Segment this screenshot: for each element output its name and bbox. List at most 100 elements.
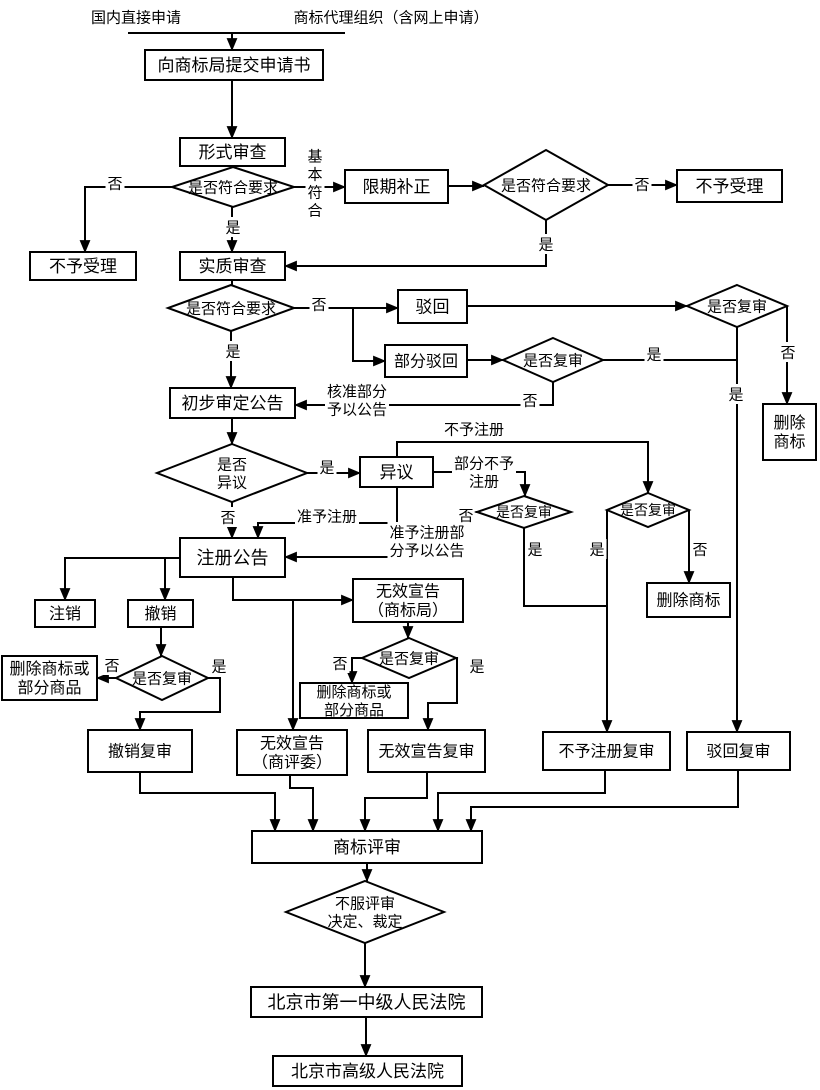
decision-shape-d8-review-not-register <box>604 491 692 529</box>
decision-shape-d11-disagree-decision <box>283 879 447 945</box>
label-yes-d1: 是 <box>223 217 243 237</box>
label-no-d10: 否 <box>330 653 350 673</box>
decision-d9-review-revocation: 是否复审 <box>113 654 211 702</box>
label-bg <box>295 506 359 526</box>
label-yes-d4: 是 <box>726 384 746 404</box>
decision-d5-review-after-partial-rejection: 是否复审 <box>500 336 606 384</box>
label-text-yes-d6: 是 <box>319 460 334 476</box>
label-bg <box>105 173 125 193</box>
label-bg <box>305 146 325 220</box>
label-yes-d7: 是 <box>525 539 545 559</box>
node-delete-trademark-top-right: 删除商标 <box>762 403 817 461</box>
label-bg <box>726 384 746 404</box>
label-text-no-d5: 否 <box>522 393 537 409</box>
decision-d1-meets-requirements: 是否符合要求 <box>168 165 298 209</box>
label-bg <box>325 381 389 419</box>
label-text-yes-d8: 是 <box>589 542 604 558</box>
node-deadline-correction: 限期补正 <box>344 169 449 204</box>
label-yes-d8: 是 <box>587 539 607 559</box>
label-bg <box>209 656 229 676</box>
node-delete-trademark-right: 删除商标 <box>646 582 731 618</box>
label-text-yes-d5: 是 <box>646 347 661 363</box>
node-box-delete-trademark-right <box>646 582 731 618</box>
node-box-formal-examination <box>179 137 286 167</box>
edge-d9-yes-path <box>134 677 221 732</box>
node-box-rejection-review <box>686 731 791 771</box>
decision-d4-review-after-rejection: 是否复审 <box>684 283 790 329</box>
edge-not-register-review-to-tr <box>432 770 606 833</box>
decision-label-d6-opposition: 是否异议 <box>217 457 247 491</box>
node-label-deadline-correction: 限期补正 <box>363 177 431 196</box>
node-revocation-review: 撤销复审 <box>87 729 193 773</box>
node-box-deadline-correction <box>344 169 449 204</box>
label-yes-d10: 是 <box>467 656 487 676</box>
node-delete-tm-or-goods-left: 删除商标或部分商品 <box>1 655 98 701</box>
decision-d11-disagree-decision: 不服评审决定、裁定 <box>283 879 447 945</box>
node-label-registration-publication: 注册公告 <box>197 548 269 568</box>
label-bg <box>442 419 506 439</box>
node-invalidation-tmo: 无效宣告（商标局） <box>352 578 464 623</box>
decision-shape-d10-review-invalidation <box>359 636 459 680</box>
label-approve-register: 准予注册 <box>295 506 359 526</box>
label-agent-organization: 商标代理组织（含网上申请） <box>293 9 488 26</box>
label-approve-part-publish: 核准部分予以公告 <box>325 381 389 419</box>
node-box-write-off <box>34 599 96 628</box>
node-box-partial-rejection <box>384 344 468 378</box>
decision-label-d11-disagree-decision: 不服评审决定、裁定 <box>327 895 402 930</box>
label-text-approve-register: 准予注册 <box>297 508 357 525</box>
label-yes-d2: 是 <box>536 234 556 254</box>
label-domestic-direct-application: 国内直接申请 <box>91 9 181 26</box>
label-bg <box>317 457 337 477</box>
node-box-substantive-examination <box>179 251 286 281</box>
decision-label-d4-review-after-rejection: 是否复审 <box>707 297 767 315</box>
node-label-write-off: 注销 <box>49 605 81 623</box>
node-not-register-review: 不予注册复审 <box>542 731 671 771</box>
node-label-invalidation-trab: 无效宣告（商评委） <box>252 735 332 772</box>
label-no-d1: 否 <box>105 173 125 193</box>
node-label-not-register-review: 不予注册复审 <box>558 743 654 761</box>
label-no-d5: 否 <box>520 390 540 410</box>
decision-shape-d4-review-after-rejection <box>684 283 790 329</box>
decision-d2-meets-requirements: 是否符合要求 <box>481 148 611 222</box>
label-bg <box>102 655 122 675</box>
edge-d2-yes-path <box>283 220 547 272</box>
node-beijing-first-intermediate-court: 北京市第一中级人民法院 <box>250 986 483 1018</box>
decision-label-d2-meets-requirements: 是否符合要求 <box>501 177 591 194</box>
node-formal-examination: 形式审查 <box>179 137 286 167</box>
label-no-d3: 否 <box>309 294 329 314</box>
label-bg <box>632 174 652 194</box>
node-label-partial-rejection: 部分驳回 <box>394 353 458 371</box>
node-label-revocation: 撤销 <box>144 605 176 623</box>
label-no-d6: 否 <box>218 507 238 527</box>
label-bg <box>330 653 350 673</box>
decision-shape-d5-review-after-partial-rejection <box>500 336 606 384</box>
node-box-not-register-review <box>542 731 671 771</box>
node-label-delete-tm-or-goods-mid: 删除商标或部分商品 <box>316 684 391 719</box>
decision-label-d7-review-partial-not-register: 是否复审 <box>496 504 552 521</box>
node-box-beijing-high-court <box>272 1055 463 1087</box>
node-box-delete-tm-or-goods-left <box>1 655 98 701</box>
node-invalidation-trab: 无效宣告（商评委） <box>236 729 348 776</box>
node-box-not-accepted-right <box>676 169 783 203</box>
edge-d7-yes-path <box>523 528 607 607</box>
node-label-not-accepted-right: 不予受理 <box>696 177 764 196</box>
label-yes-d3: 是 <box>223 341 243 361</box>
node-label-submit-application: 向商标局提交申请书 <box>158 56 311 75</box>
node-substantive-examination: 实质审查 <box>179 251 286 281</box>
node-label-beijing-high-court: 北京市高级人民法院 <box>291 1062 444 1081</box>
node-label-beijing-first-intermediate-court: 北京市第一中级人民法院 <box>268 992 466 1012</box>
node-label-rejection: 驳回 <box>416 297 450 316</box>
edge-registration-left-path <box>59 557 180 602</box>
node-rejection: 驳回 <box>397 289 468 324</box>
decision-shape-d3-meets-requirements <box>165 283 297 333</box>
label-text-basically-conform: 基本符合 <box>307 148 322 219</box>
label-text-no-d3: 否 <box>311 297 326 313</box>
node-label-delete-tm-or-goods-left: 删除商标或部分商品 <box>9 660 89 697</box>
label-bg <box>218 507 238 527</box>
label-text-domestic-direct-application: 国内直接申请 <box>91 9 181 26</box>
decision-label-d5-review-after-partial-rejection: 是否复审 <box>523 351 583 369</box>
node-opposition: 异议 <box>359 456 434 488</box>
decision-label-d3-meets-requirements: 是否符合要求 <box>186 300 276 317</box>
label-text-partial-not-register: 部分不予注册 <box>454 455 514 490</box>
label-bg <box>644 344 664 364</box>
